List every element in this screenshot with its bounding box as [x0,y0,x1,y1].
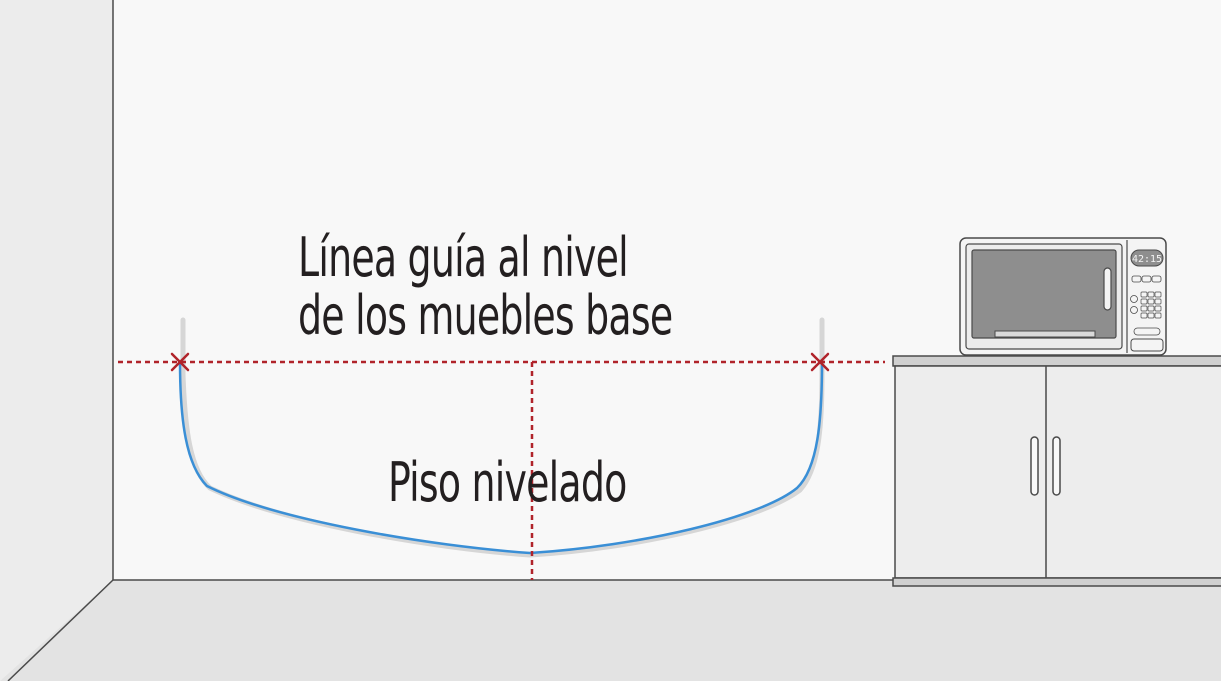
cross-mark-icon [810,352,830,372]
base-cabinet [892,355,1221,587]
microwave-icon: 42:15 [959,237,1167,356]
cross-mark-icon [170,352,190,372]
cabinet-handle-left [1030,436,1039,496]
water-level-hose [178,360,824,555]
guide-line-label-continued: de los muebles base [298,284,673,347]
guide-line-label: Línea guía al nivel [298,226,629,289]
floor-label: Piso nivelado [388,451,627,514]
floor [0,580,1221,681]
side-wall [0,0,113,681]
microwave-clock: 42:15 [1132,254,1162,265]
countertop [892,355,1221,367]
cabinet-handle-right [1052,436,1061,496]
floor-corner-edge [7,579,114,681]
cabinet-plinth [892,577,1221,587]
